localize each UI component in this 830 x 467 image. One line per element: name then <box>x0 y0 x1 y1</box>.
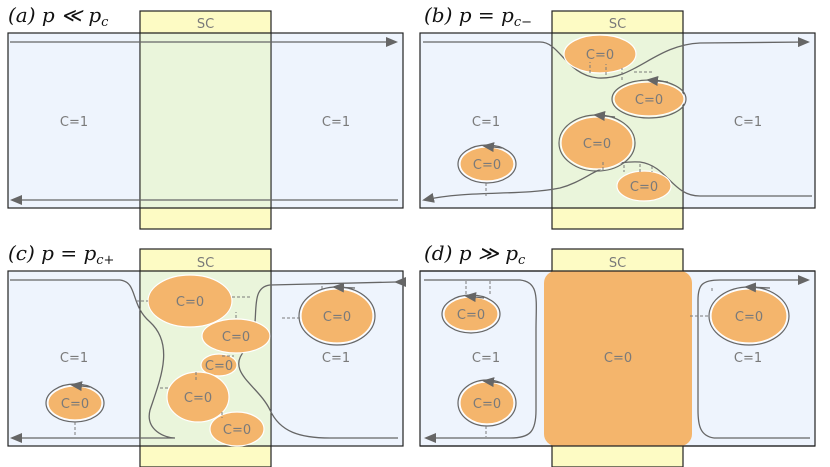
svg-text:C=0: C=0 <box>222 330 250 345</box>
edge-right-d <box>697 275 810 439</box>
panel-title-b: (b) p = pc− <box>424 3 532 30</box>
left-label-d: C=1 <box>472 351 500 366</box>
svg-text:C=0: C=0 <box>473 158 501 173</box>
left-label-b: C=1 <box>472 115 500 130</box>
island-b4 <box>616 170 672 202</box>
svg-text:C=0: C=0 <box>473 397 501 412</box>
sc-label-a: SC <box>197 17 214 32</box>
sc-label-c: SC <box>197 256 214 271</box>
edge-right-c <box>238 281 398 439</box>
island-c2 <box>201 318 271 354</box>
panel-d: SC C=0 C=0 C=0 C=0 C=1 C=1 (d) p ≫ pc <box>419 241 816 467</box>
panel-title-c: (c) p = pc+ <box>8 241 114 268</box>
svg-text:C=0: C=0 <box>630 180 658 195</box>
right-label-b: C=1 <box>734 115 762 130</box>
svg-text:C=0: C=0 <box>583 137 611 152</box>
island-c4 <box>166 371 230 423</box>
svg-text:C=0: C=0 <box>205 359 233 374</box>
panel-title-a: (a) p ≪ pc <box>8 3 109 30</box>
left-label-c: C=1 <box>60 351 88 366</box>
edge-left-d <box>424 279 537 443</box>
island-d-center <box>544 271 692 446</box>
svg-text:C=0: C=0 <box>176 295 204 310</box>
svg-text:C=0: C=0 <box>61 397 89 412</box>
edge-left-c <box>10 279 176 443</box>
svg-text:C=0: C=0 <box>184 391 212 406</box>
sc-label-b: SC <box>609 17 626 32</box>
svg-text:C=0: C=0 <box>223 423 251 438</box>
right-label-c: C=1 <box>322 351 350 366</box>
sc-label-d: SC <box>609 256 626 271</box>
svg-text:C=0: C=0 <box>586 48 614 63</box>
svg-text:C=0: C=0 <box>735 310 763 325</box>
right-label-d: C=1 <box>734 351 762 366</box>
edge-bottom-b <box>422 161 812 203</box>
left-label-a: C=1 <box>60 115 88 130</box>
right-label-a: C=1 <box>322 115 350 130</box>
island-b1 <box>563 34 637 74</box>
svg-text:C=0: C=0 <box>323 310 351 325</box>
center-label-d: C=0 <box>604 351 632 366</box>
island-c3 <box>200 353 238 377</box>
edge-top-b <box>423 37 810 79</box>
svg-text:C=0: C=0 <box>635 93 663 108</box>
panel-c: SC C=0 C=0 C=0 C=0 C=0 C=0 C=0 C=1 C=1 (… <box>7 241 406 467</box>
panel-b: SC C=0 C=0 C=0 C=0 C=0 C=1 C=1 (b) p = p… <box>419 3 816 230</box>
svg-text:C=0: C=0 <box>457 308 485 323</box>
panel-title-d: (d) p ≫ pc <box>424 241 526 268</box>
island-c5 <box>209 411 265 447</box>
panel-a: SC C=1 C=1 (a) p ≪ pc <box>7 3 404 230</box>
